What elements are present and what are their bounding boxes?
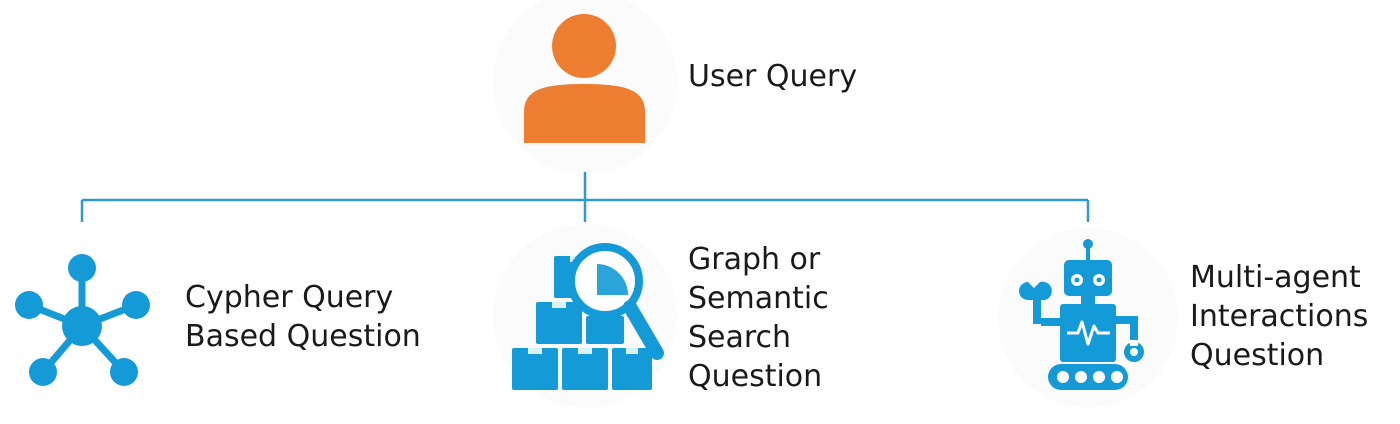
person-icon bbox=[524, 14, 645, 143]
boxes-magnifier-icon bbox=[512, 243, 664, 390]
graph-semantic-search-label: Graph or Semantic Search Question bbox=[688, 242, 829, 394]
user-query-label: User Query bbox=[688, 59, 858, 94]
robot-icon bbox=[1019, 239, 1144, 390]
tree-connector bbox=[80, 172, 1090, 222]
network-graph-icon bbox=[15, 254, 150, 386]
cypher-query-label: Cypher Query Based Question bbox=[185, 280, 421, 354]
multi-agent-label: Multi-agent Interactions Question bbox=[1190, 260, 1369, 373]
